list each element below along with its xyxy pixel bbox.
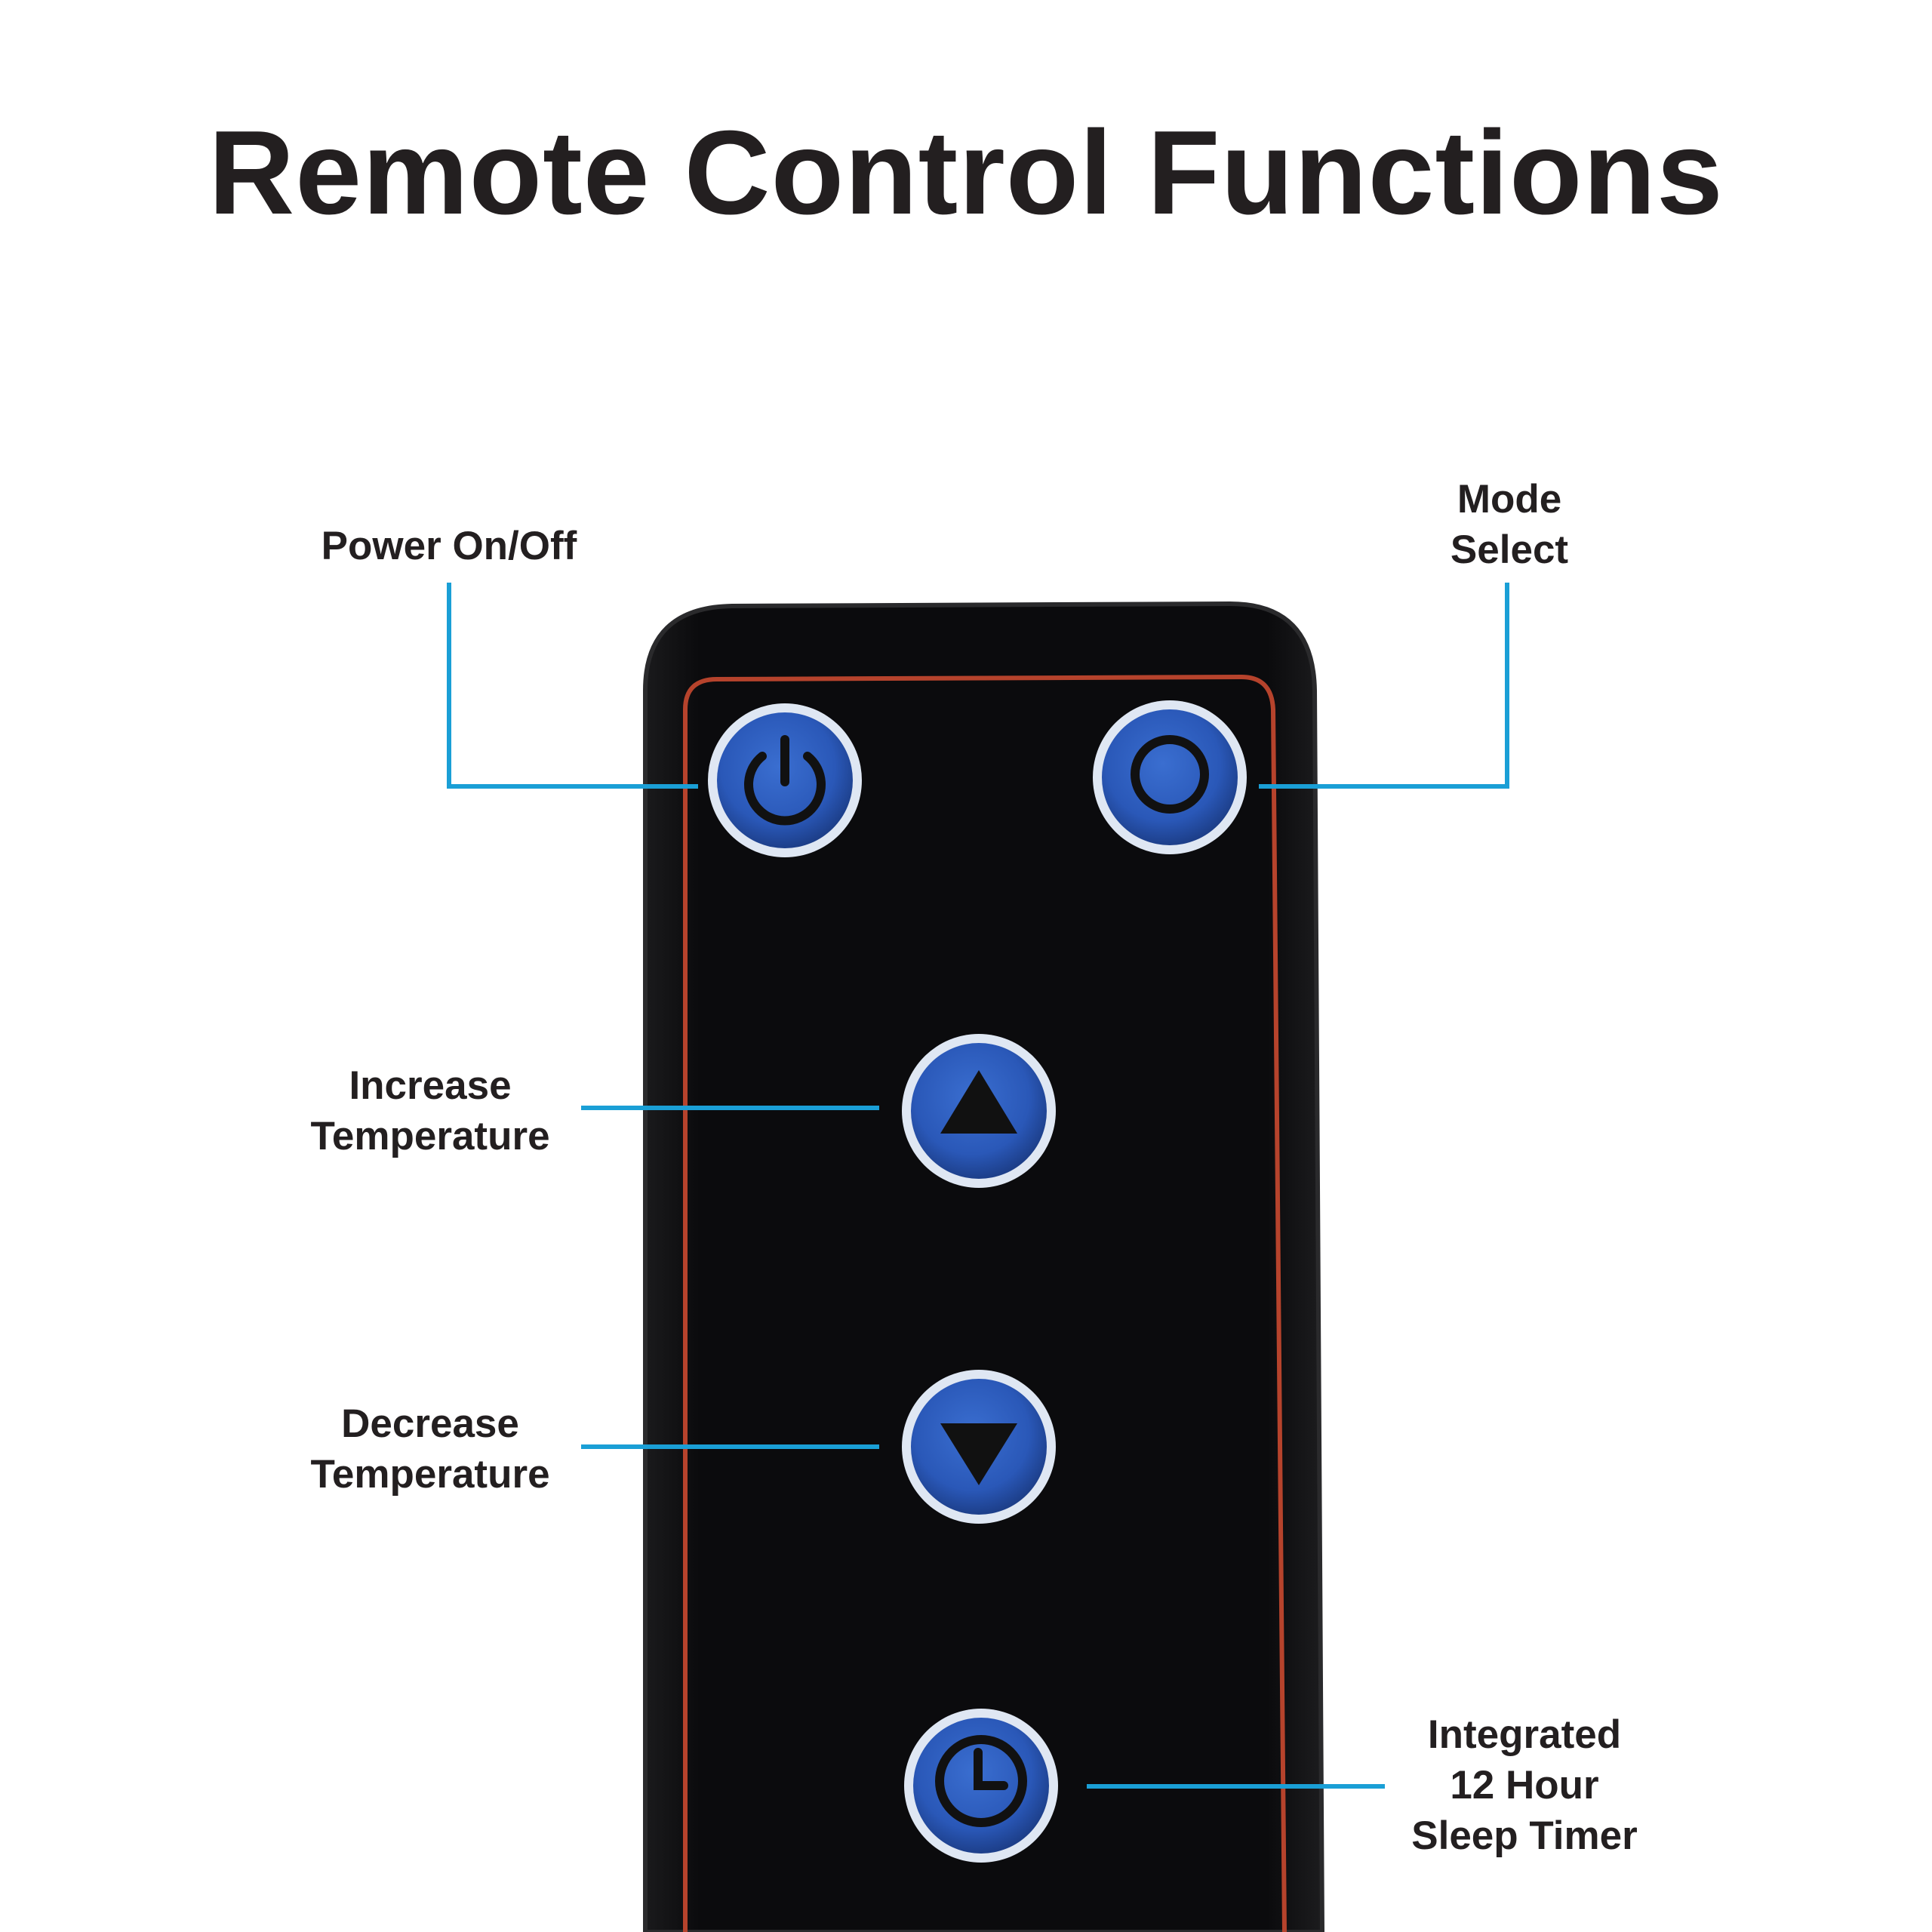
label-line: Sleep Timer [1411, 1814, 1638, 1858]
triangle-down-icon [940, 1423, 1017, 1485]
label-decrease-temperature: Decrease Temperature [287, 1398, 574, 1500]
circle-icon [1131, 735, 1209, 814]
power-icon [744, 735, 826, 826]
label-line: Integrated [1427, 1712, 1622, 1757]
label-power-on-off: Power On/Off [309, 521, 589, 571]
label-line: Temperature [310, 1114, 550, 1158]
label-line: Power On/Off [321, 524, 577, 568]
triangle-up-icon [940, 1070, 1017, 1134]
remote-trim [683, 674, 1287, 1932]
callout-line-mode [1259, 583, 1509, 789]
label-line: Select [1450, 528, 1569, 572]
label-line: 12 Hour [1450, 1763, 1599, 1807]
sleep-timer-button[interactable] [904, 1709, 1058, 1863]
power-button[interactable] [708, 703, 862, 857]
label-increase-temperature: Increase Temperature [287, 1060, 574, 1161]
mode-button[interactable] [1093, 700, 1247, 854]
label-line: Increase [349, 1063, 512, 1108]
label-line: Temperature [310, 1452, 550, 1497]
remote-body [643, 601, 1325, 1932]
clock-icon [935, 1735, 1027, 1827]
increase-temperature-button[interactable] [902, 1034, 1056, 1188]
decrease-temperature-button[interactable] [902, 1370, 1056, 1524]
label-sleep-timer: Integrated 12 Hour Sleep Timer [1385, 1709, 1664, 1861]
label-line: Decrease [341, 1401, 519, 1446]
label-line: Mode [1457, 477, 1562, 521]
label-mode-select: Mode Select [1404, 474, 1615, 575]
page-title: Remote Control Functions [208, 106, 1724, 239]
callout-line-power [447, 583, 698, 789]
